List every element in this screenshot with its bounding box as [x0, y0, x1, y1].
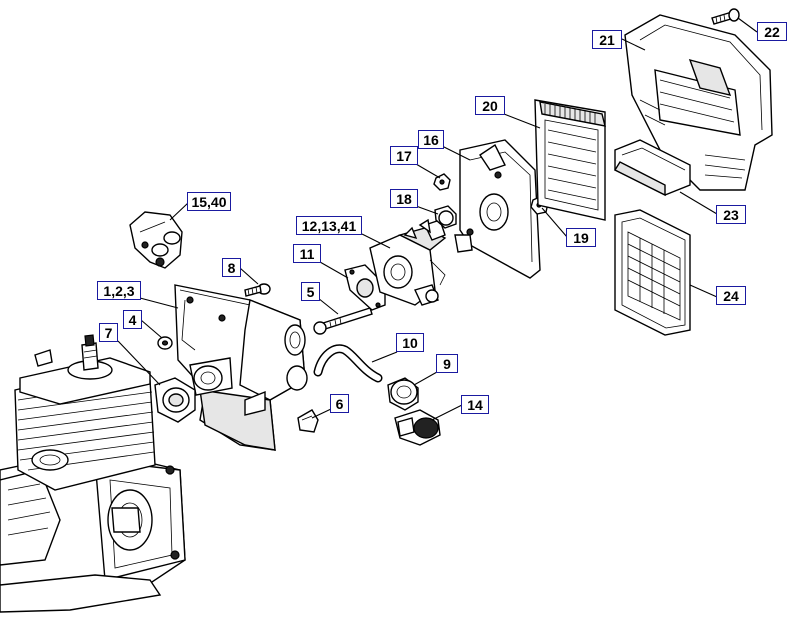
carburetor-gasket	[344, 264, 386, 311]
engine-block	[0, 334, 186, 613]
callout-12-13-41[interactable]: 12,13,41	[296, 216, 362, 235]
callout-4[interactable]: 4	[123, 310, 142, 329]
callout-24[interactable]: 24	[716, 286, 746, 305]
filter-base-plate	[454, 139, 541, 279]
callout-14[interactable]: 14	[461, 395, 489, 414]
filter-tray	[613, 139, 691, 197]
callout-22[interactable]: 22	[757, 22, 787, 41]
callout-7[interactable]: 7	[99, 323, 118, 342]
fuel-hose	[313, 344, 383, 383]
screw-5	[313, 307, 373, 335]
filter-cover	[624, 14, 773, 191]
air-filter-element	[534, 99, 606, 221]
screw-22	[711, 8, 740, 25]
callout-5[interactable]: 5	[301, 282, 320, 301]
callout-19[interactable]: 19	[566, 228, 596, 247]
clip	[297, 409, 319, 433]
elbow-connector	[129, 211, 183, 269]
nut-17	[433, 173, 451, 191]
callout-15-40[interactable]: 15,40	[187, 192, 231, 211]
choke-knob	[394, 409, 441, 446]
washer	[157, 336, 173, 350]
callout-8[interactable]: 8	[222, 258, 241, 277]
leader-lines	[117, 17, 758, 421]
screw-8	[244, 283, 271, 297]
callout-6[interactable]: 6	[330, 394, 349, 413]
prefilter	[614, 209, 691, 336]
spacer-18	[434, 205, 457, 229]
intake-housing	[174, 284, 308, 451]
callout-23[interactable]: 23	[716, 205, 746, 224]
callout-18[interactable]: 18	[390, 189, 418, 208]
primer-bulb	[387, 377, 419, 411]
callout-1-2-3[interactable]: 1,2,3	[97, 281, 141, 300]
callout-10[interactable]: 10	[396, 333, 424, 352]
callout-16[interactable]: 16	[418, 130, 444, 149]
callout-17[interactable]: 17	[390, 146, 418, 165]
callout-20[interactable]: 20	[475, 96, 505, 115]
callout-11[interactable]: 11	[293, 244, 321, 263]
callout-9[interactable]: 9	[436, 354, 458, 373]
carburetor	[369, 218, 447, 306]
intake-adapter	[154, 377, 196, 423]
callout-21[interactable]: 21	[592, 30, 622, 49]
